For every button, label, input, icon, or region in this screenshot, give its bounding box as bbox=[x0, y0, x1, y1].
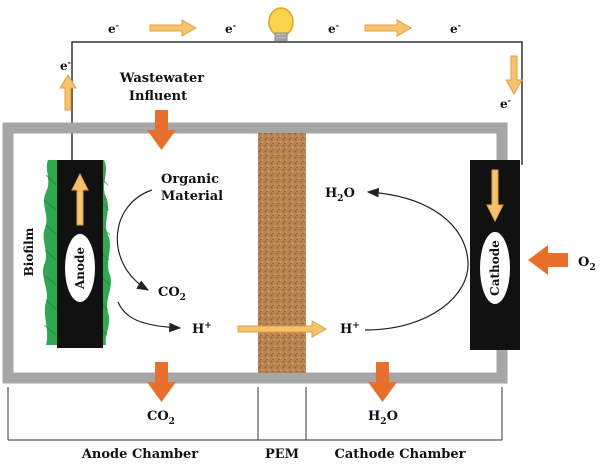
co2-outflow-arrow bbox=[147, 362, 176, 402]
h2o-label-cathode: H2O bbox=[325, 186, 355, 204]
anode-electron-arrow bbox=[71, 172, 89, 226]
o2-label: O2 bbox=[578, 255, 596, 273]
influent-arrow bbox=[147, 110, 176, 150]
cathode-curve-h2o bbox=[364, 187, 469, 331]
cathode-chamber-label: Cathode Chamber bbox=[335, 447, 466, 462]
pem-membrane bbox=[258, 133, 306, 373]
cathode-electron-arrow bbox=[486, 169, 504, 223]
electron-flow-arrows bbox=[59, 19, 523, 111]
proton-transport-arrow bbox=[237, 320, 328, 338]
anode-chamber-label: Anode Chamber bbox=[81, 447, 198, 462]
influent-label-text: Influent bbox=[129, 89, 187, 104]
electron-arrow-left-vertical bbox=[59, 74, 77, 111]
anode-label-oval bbox=[65, 234, 95, 302]
electron-label-top-3: e- bbox=[328, 20, 339, 36]
pem-label: PEM bbox=[265, 447, 299, 462]
o2-input-arrow bbox=[528, 245, 568, 275]
anode-label: Anode bbox=[73, 247, 87, 290]
electron-label-right: e- bbox=[500, 95, 511, 111]
anode-curve-co2 bbox=[116, 189, 153, 291]
chamber-brackets bbox=[7, 387, 503, 441]
h2o-outflow-arrow bbox=[368, 362, 397, 402]
electron-label-top-1: e- bbox=[108, 20, 119, 36]
co2-label-outflow: CO2 bbox=[147, 409, 175, 427]
co2-label-anode: CO2 bbox=[158, 285, 186, 303]
wastewater-label: Wastewater bbox=[119, 71, 204, 86]
cathode-label-oval bbox=[480, 232, 510, 304]
material-label: Material bbox=[161, 189, 223, 204]
light-bulb-icon bbox=[268, 7, 294, 42]
anode-curve-h bbox=[117, 301, 182, 333]
cathode-label: Cathode bbox=[488, 240, 502, 296]
electron-label-left: e- bbox=[60, 57, 71, 73]
electron-arrow-top-2 bbox=[364, 19, 413, 37]
electron-arrow-top-1 bbox=[149, 19, 198, 37]
electron-label-top-4: e- bbox=[450, 20, 461, 36]
external-circuit-wire bbox=[71, 41, 523, 165]
electron-arrow-right-vertical bbox=[505, 55, 523, 96]
h2o-label-outflow: H2O bbox=[368, 409, 398, 427]
h-plus-label-anode: H+ bbox=[192, 321, 212, 337]
organic-label: Organic bbox=[161, 172, 219, 187]
biofilm-label: Biofilm bbox=[22, 227, 36, 276]
electron-label-top-2: e- bbox=[225, 20, 236, 36]
h-plus-label-cathode: H+ bbox=[340, 321, 360, 337]
